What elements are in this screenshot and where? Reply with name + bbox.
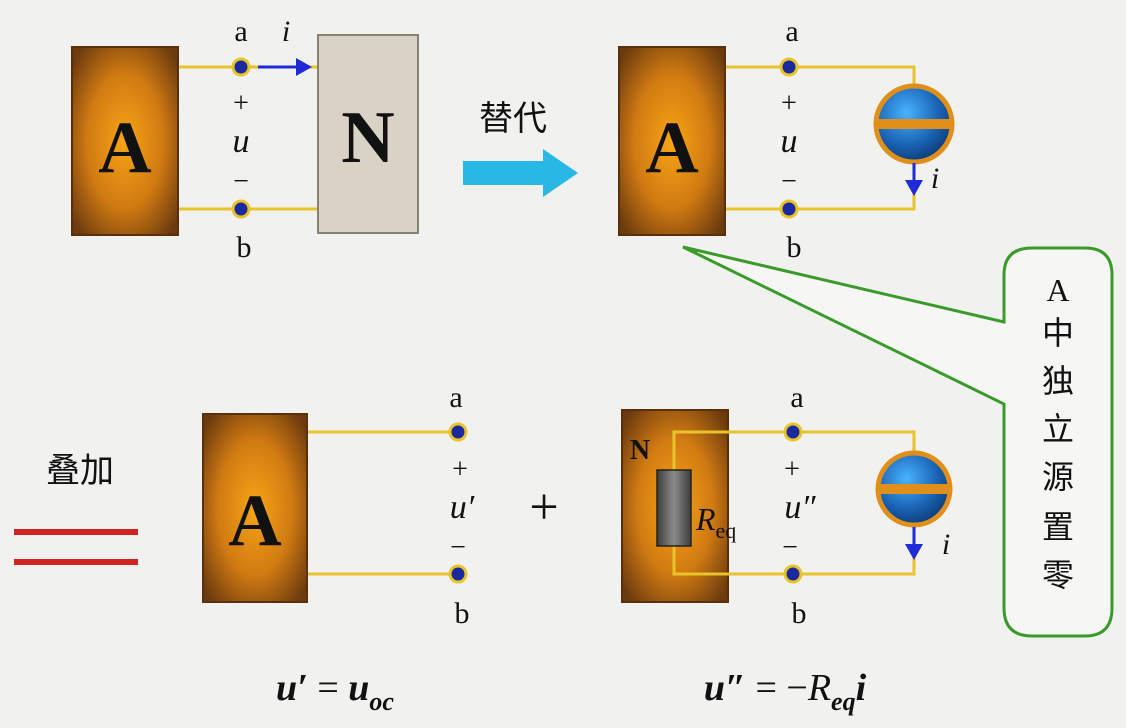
terminal-a-label: a [234, 15, 247, 48]
resistor-label: Req [695, 501, 736, 543]
terminal-a-dot [231, 57, 251, 77]
callout-char: 中 [1042, 315, 1074, 351]
callout-border [682, 245, 1114, 638]
callout-char: 置 [1042, 509, 1074, 545]
bottom-right-circuit: N Req a b + u″ − i u″ = −Reqi [621, 381, 953, 716]
eq-operator: = [308, 667, 348, 709]
terminal-b-label: b [237, 231, 252, 264]
replace-transition: 替代 [463, 99, 578, 197]
terminal-b-dot [231, 199, 251, 219]
eq-rhs-sub: oc [369, 687, 394, 716]
top-right-circuit: A a b + u − i [618, 15, 955, 264]
block-a-label: A [98, 107, 151, 189]
eq-lhs: u″ [704, 667, 746, 709]
terminal-a-label: a [785, 15, 798, 48]
current-source-icon [875, 450, 953, 528]
network-a-block [618, 46, 726, 236]
bottom-left-circuit: A a b + u′ − u′ = uoc [202, 381, 475, 716]
terminal-a-dot [779, 57, 799, 77]
plus-sign: + [781, 88, 797, 119]
voltage-label: u″ [784, 489, 816, 526]
terminal-b-dot [779, 199, 799, 219]
minus-sign: − [450, 532, 466, 563]
callout-char: 源 [1042, 459, 1074, 495]
eq-r-sub: eq [831, 687, 856, 716]
voltage-label: u [781, 123, 798, 160]
network-n-block [317, 34, 419, 234]
current-arrow-icon [905, 544, 923, 560]
top-left-circuit: A N a b + u − i [71, 15, 419, 264]
superposition-sign: 叠加 [14, 451, 138, 565]
terminal-b-label: b [792, 597, 807, 630]
block-n-label: N [341, 97, 394, 179]
superposition-label: 叠加 [46, 451, 114, 491]
eq-lhs: u′ [276, 667, 308, 709]
minus-sign: − [781, 166, 797, 197]
resistor-var: R [695, 501, 716, 537]
minus-sign: − [782, 532, 798, 563]
current-arrow-icon [296, 58, 312, 76]
current-label: i [942, 528, 950, 561]
current-label: i [931, 162, 939, 195]
plus-sign: + [784, 454, 800, 485]
terminal-b-dot [783, 564, 803, 584]
network-a-block [71, 46, 179, 236]
block-n-label: N [630, 435, 650, 466]
equation-oc: u′ = uoc [276, 667, 394, 716]
voltage-label: u′ [450, 489, 475, 526]
minus-sign: − [233, 166, 249, 197]
terminal-b-dot [448, 564, 468, 584]
terminal-b-label: b [787, 231, 802, 264]
callout-char: 零 [1042, 557, 1074, 593]
eq-rhs-var: u [348, 667, 369, 709]
replace-label: 替代 [479, 99, 547, 139]
eq-i-var: i [856, 667, 867, 709]
callout-char: A [1046, 272, 1069, 308]
wire-bottom [724, 158, 916, 211]
terminal-b-label: b [455, 597, 470, 630]
resistor-req [656, 469, 692, 547]
equals-bar-bottom [14, 559, 138, 565]
plus-sign: + [233, 88, 249, 119]
current-arrow-icon [905, 180, 923, 196]
wire-top [724, 65, 916, 98]
block-a-label: A [645, 107, 698, 189]
callout-char: 立 [1042, 411, 1074, 447]
eq-operator: = − [746, 667, 808, 709]
terminal-a-dot [448, 422, 468, 442]
replace-arrow-icon [463, 149, 578, 197]
eq-r-var: R [807, 667, 831, 709]
block-a-label: A [228, 480, 281, 562]
callout-bubble: A 中 独 立 源 置 零 [682, 245, 1114, 638]
network-a-block [202, 413, 308, 603]
voltage-label: u [233, 123, 250, 160]
equals-bar-top [14, 529, 138, 535]
terminal-a-label: a [449, 381, 462, 414]
plus-sign: + [452, 454, 468, 485]
terminal-a-dot [783, 422, 803, 442]
callout-char: 独 [1042, 363, 1074, 399]
current-label: i [282, 15, 290, 48]
terminal-a-label: a [790, 381, 803, 414]
plus-operator: + [529, 479, 558, 536]
resistor-sub: eq [716, 518, 737, 543]
current-source-icon [873, 83, 955, 165]
equation-req: u″ = −Reqi [704, 667, 867, 716]
